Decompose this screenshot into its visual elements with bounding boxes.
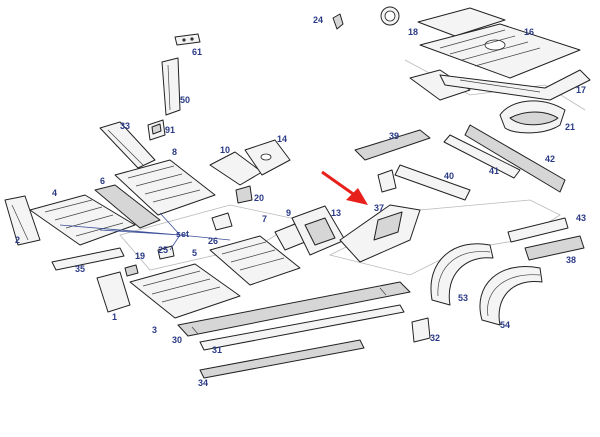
part-31 [199,304,405,351]
part-61 [174,33,201,46]
callout-53: 53 [458,293,468,303]
callout-18: 18 [408,27,418,37]
callout-7: 7 [262,214,267,224]
callout-31: 31 [212,345,222,355]
red-arrow-icon [321,170,368,205]
callout-54: 54 [500,320,510,330]
part-18 [380,6,400,26]
callout-33: 33 [120,121,130,131]
part-91 [147,119,166,141]
part-16 [409,7,581,101]
part-25 [157,245,175,260]
part-20 [235,185,253,204]
callout-35: 35 [75,264,85,274]
part-35 [51,247,125,271]
part-24 [332,13,344,30]
callout-37: 37 [374,203,384,213]
part-26 [211,212,233,231]
part-53 [430,243,494,306]
part-50 [161,57,181,116]
callout-4: 4 [52,188,57,198]
callout-14: 14 [277,134,287,144]
callout-26: 26 [208,236,218,246]
callout-8: 8 [172,147,177,157]
callout-3: 3 [152,325,157,335]
part-3 [129,263,241,319]
callout-labels: 1 2 3 4 5 6 7 8 9 10 13 14 16 17 18 19 2… [15,15,586,388]
callout-10: 10 [220,145,230,155]
callout-41: 41 [489,166,499,176]
part-41 [443,134,521,179]
callout-5: 5 [192,248,197,258]
set-leader-lines [59,212,231,251]
part-2 [4,195,41,246]
part-21 [499,100,566,134]
part-6 [94,184,161,229]
part-30 [177,281,411,337]
callout-40: 40 [444,171,454,181]
callout-1: 1 [112,312,117,322]
part-37 [339,169,421,263]
part-7 [209,235,301,286]
callout-19: 19 [135,251,145,261]
callout-16: 16 [524,27,534,37]
callout-6: 6 [100,176,105,186]
part-33 [99,121,156,169]
callout-43: 43 [576,213,586,223]
callout-32: 32 [430,333,440,343]
callout-38: 38 [566,255,576,265]
part-17 [439,69,591,101]
callout-42: 42 [545,154,555,164]
part-54 [479,266,543,326]
part-43 [507,217,569,243]
part-42 [464,124,566,193]
part-1 [96,271,131,313]
part-40 [394,164,471,201]
callout-17: 17 [576,85,586,95]
part-19 [124,264,139,277]
callout-13: 13 [331,208,341,218]
callout-25: 25 [158,245,168,255]
callout-61: 61 [192,47,202,57]
part-14 [244,139,291,176]
callout-2: 2 [15,235,20,245]
callout-91: 91 [165,125,175,135]
part-39 [354,129,431,161]
part-38 [524,235,585,261]
callout-9: 9 [286,208,291,218]
callout-34: 34 [198,378,208,388]
part-8 [114,159,216,216]
callout-30: 30 [172,335,182,345]
callout-39: 39 [389,131,399,141]
callout-50: 50 [180,95,190,105]
callout-24: 24 [313,15,323,25]
part-13 [291,205,346,256]
callout-21: 21 [565,122,575,132]
callout-set: set [176,229,189,239]
callout-20: 20 [254,193,264,203]
part-34 [199,339,365,379]
part-32 [411,317,431,343]
part-4 [29,194,136,246]
